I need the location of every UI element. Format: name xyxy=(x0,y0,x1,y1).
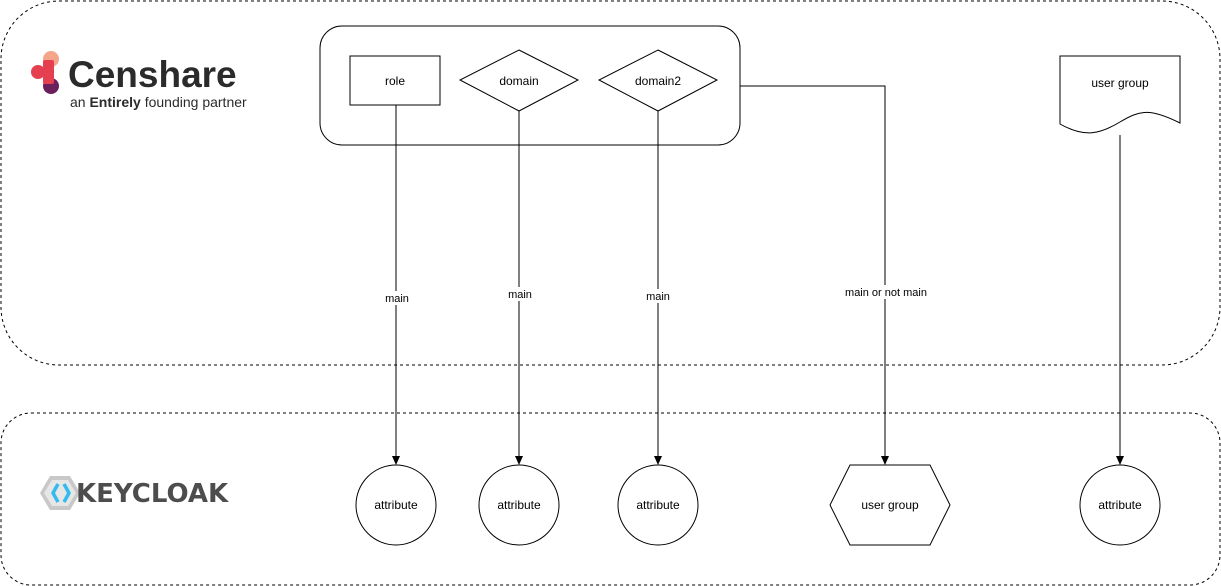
user-group-hexagon-node: user group xyxy=(829,464,951,546)
edge-role-to-attribute: main xyxy=(382,105,410,465)
domain-label: domain xyxy=(499,74,538,88)
edge-domain2-to-attribute: main xyxy=(644,111,672,465)
keycloak-wordmark: KEYCLOAK xyxy=(76,479,229,509)
keycloak-mark-icon xyxy=(40,476,80,510)
edge-domain-to-attribute: main xyxy=(505,111,533,465)
keycloak-logo: KEYCLOAK xyxy=(40,476,229,510)
edge-label-main-or-not-main: main or not main xyxy=(845,287,927,299)
role-label: role xyxy=(385,74,405,88)
keycloak-container xyxy=(0,412,1221,586)
attribute-node-domain: attribute xyxy=(478,464,560,546)
attribute-label: attribute xyxy=(636,498,680,512)
censhare-mark-icon xyxy=(31,51,59,94)
censhare-tagline: an Entirely founding partner xyxy=(70,94,247,110)
user-group-document-node: user group xyxy=(1059,55,1181,134)
attribute-node-domain2: attribute xyxy=(617,464,699,546)
user-group-hexagon-label: user group xyxy=(861,498,919,512)
attribute-node-user-group: attribute xyxy=(1079,464,1161,546)
edge-label-main: main xyxy=(508,289,532,301)
role-node: role xyxy=(349,55,441,106)
attribute-label: attribute xyxy=(374,498,418,512)
attribute-node-role: attribute xyxy=(355,464,437,546)
attribute-label: attribute xyxy=(497,498,541,512)
edge-label-main: main xyxy=(646,291,670,303)
edge-label-main: main xyxy=(385,293,409,305)
censhare-wordmark: Censhare xyxy=(68,54,237,95)
edge-group-to-user-group: main or not main xyxy=(740,85,927,465)
attribute-label: attribute xyxy=(1098,498,1142,512)
user-group-document-label: user group xyxy=(1091,76,1149,90)
censhare-container xyxy=(0,0,1221,366)
domain2-label: domain2 xyxy=(635,74,681,88)
censhare-logo: Censhare an Entirely founding partner xyxy=(31,51,247,110)
